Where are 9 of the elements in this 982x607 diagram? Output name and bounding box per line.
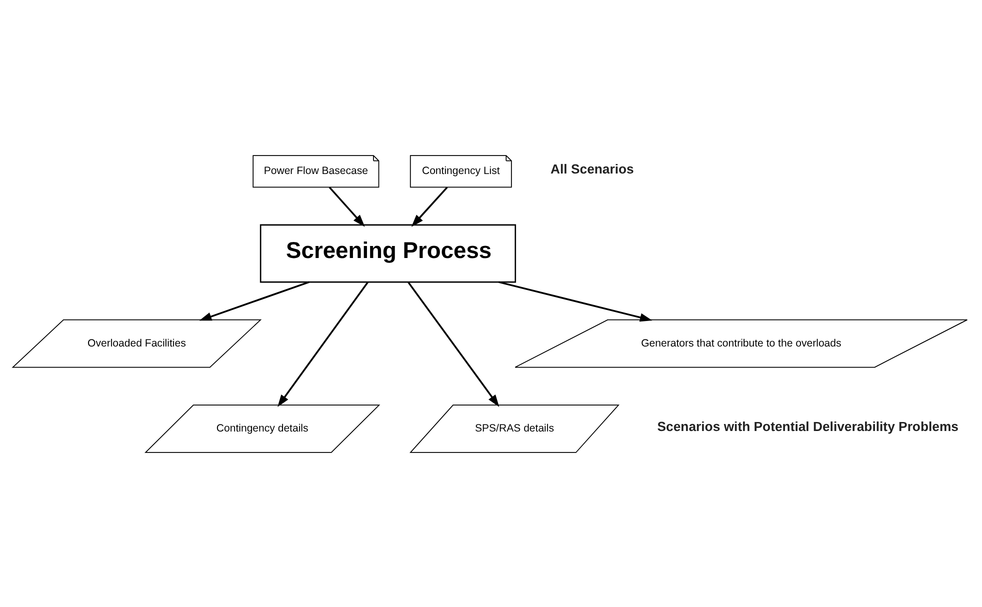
arrow [498, 280, 652, 322]
node-box: Screening Process [260, 224, 516, 282]
arrow [278, 281, 368, 406]
arrow [408, 281, 500, 406]
arrow [411, 186, 448, 226]
arrow [328, 186, 365, 226]
arrow [199, 280, 310, 320]
label: All Scenarios [550, 161, 634, 176]
label: Scenarios with Potential Deliverability Problems [657, 418, 959, 434]
